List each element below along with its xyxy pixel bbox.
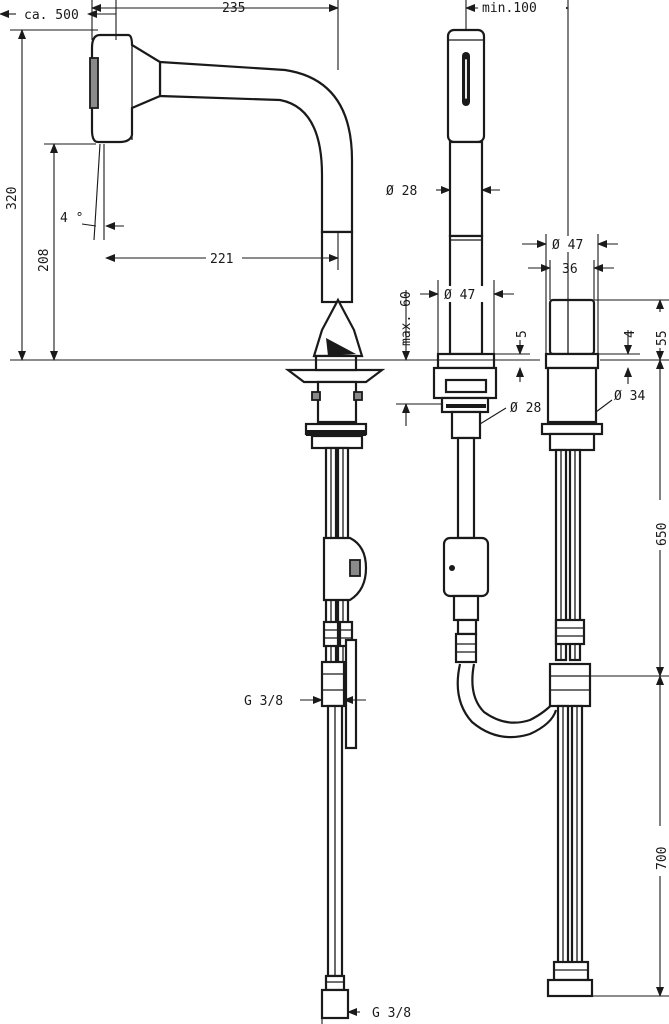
label-spout-height: 208: [37, 249, 52, 272]
hose-front-view: [432, 28, 558, 739]
valve-side-view: [540, 298, 604, 998]
label-hose-diameter: Ø 28: [386, 184, 417, 199]
dimension-labels: ca. 500 235 min.100 320 208 4 ° 221 Ø 28…: [5, 0, 669, 1021]
label-handle-block-diameter: Ø 47: [552, 238, 583, 253]
label-aerator-reach: 221: [210, 252, 233, 267]
label-valve-shank-diameter: Ø 34: [614, 389, 645, 404]
label-overall-height: 320: [5, 187, 20, 210]
label-max-plate: max. 60: [399, 291, 414, 346]
label-spray-reach: ca. 500: [24, 8, 79, 23]
label-handle-width: 36: [562, 262, 578, 277]
label-hose-length-lower: 700: [655, 847, 669, 870]
label-connection-upper: G 3/8: [244, 694, 283, 709]
label-connection-lower: G 3/8: [372, 1006, 411, 1021]
label-handle-height: 55: [655, 330, 669, 346]
label-shank-diameter: Ø 28: [510, 401, 541, 416]
label-spout-reach: 235: [222, 1, 245, 16]
faucet-side-view: [89, 33, 386, 1020]
label-spout-angle: 4 °: [60, 211, 83, 226]
label-handle-offset: 4: [623, 330, 638, 338]
label-min-distance: min.100: [482, 1, 537, 16]
label-base-height: 5: [515, 330, 530, 338]
label-hose-length-upper: 650: [655, 523, 669, 546]
label-handle-diameter: Ø 47: [444, 288, 475, 303]
